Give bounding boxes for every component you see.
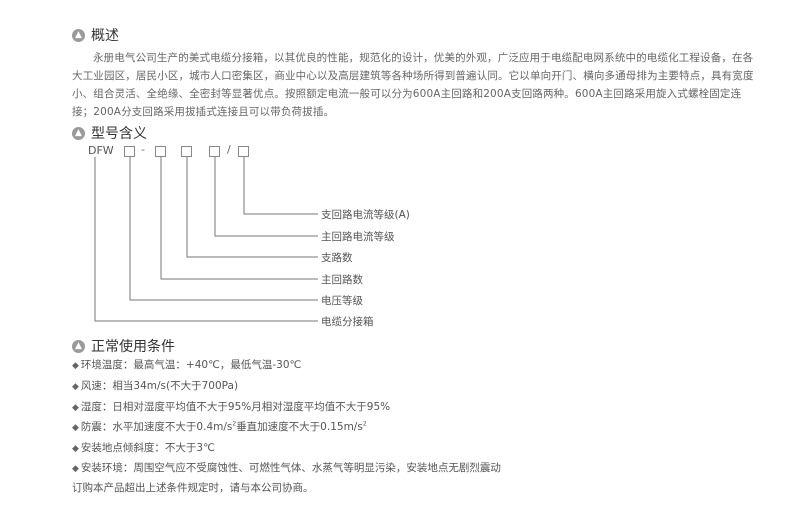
- diamond-bullet-icon: ◆: [72, 403, 79, 413]
- label-cable-box: 电缆分接箱: [321, 316, 374, 328]
- model-box-branch-current: [238, 146, 249, 157]
- condition-item: ◆环境温度：最高气温：+40℃，最低气温-30℃: [72, 359, 302, 371]
- condition-item: ◆风速：相当34m/s(不大于700Pa): [72, 380, 239, 392]
- model-heading: ▲ 型号含义: [72, 123, 147, 143]
- label-main-current: 主回路电流等级: [321, 231, 395, 243]
- label-branch-current: 支回路电流等级(A): [321, 209, 410, 221]
- diamond-bullet-icon: ◆: [72, 444, 79, 454]
- label-main-circuits: 主回路数: [321, 274, 363, 286]
- leader-line-voltage: [129, 157, 318, 301]
- model-box-voltage: [124, 146, 135, 157]
- model-box-main-circuits: [155, 146, 166, 157]
- condition-item: ◆安装环境：周围空气应不受腐蚀性、可燃性气体、水蒸气等明显污染，安装地点无剧烈震…: [72, 462, 501, 474]
- model-slash: /: [227, 143, 231, 156]
- section-bullet-icon: ▲: [72, 126, 85, 140]
- diamond-bullet-icon: ◆: [72, 423, 79, 433]
- condition-item: ◆湿度：日相对湿度平均值不大于95%月相对湿度平均值不大于95%: [72, 401, 391, 413]
- leader-line-branch-current: [243, 157, 318, 215]
- overview-heading: ▲ 概述: [72, 25, 119, 45]
- leader-line-main-current: [214, 157, 318, 237]
- diamond-bullet-icon: ◆: [72, 464, 79, 474]
- model-box-branches: [181, 146, 192, 157]
- model-prefix: DFW: [88, 144, 114, 157]
- section-bullet-icon: ▲: [72, 339, 85, 353]
- section-bullet-icon: ▲: [72, 28, 85, 42]
- model-box-main-current: [209, 146, 220, 157]
- conditions-footer: 订购本产品超出上述条件规定时，请与本公司协商。: [72, 482, 314, 494]
- overview-title: 概述: [91, 28, 119, 44]
- condition-item: ◆安装地点倾斜度：不大于3℃: [72, 442, 215, 454]
- leader-line-branches: [186, 157, 318, 258]
- label-branches: 支路数: [321, 252, 353, 264]
- label-voltage: 电压等级: [321, 295, 363, 307]
- diamond-bullet-icon: ◆: [72, 361, 79, 371]
- condition-item: ◆防震：水平加速度不大于0.4m/s2垂直加速度不大于0.15m/s2: [72, 420, 367, 434]
- model-title: 型号含义: [91, 126, 147, 142]
- leader-line-main-circuits: [160, 157, 318, 280]
- model-dash: -: [141, 143, 145, 156]
- diamond-bullet-icon: ◆: [72, 382, 79, 392]
- leader-line-cable-box: [94, 157, 318, 322]
- overview-paragraph: 永册电气公司生产的美式电缆分接箱，以其优良的性能，规范化的设计，优美的外观，广泛…: [72, 52, 754, 118]
- conditions-title: 正常使用条件: [91, 339, 175, 355]
- conditions-heading: ▲ 正常使用条件: [72, 336, 175, 356]
